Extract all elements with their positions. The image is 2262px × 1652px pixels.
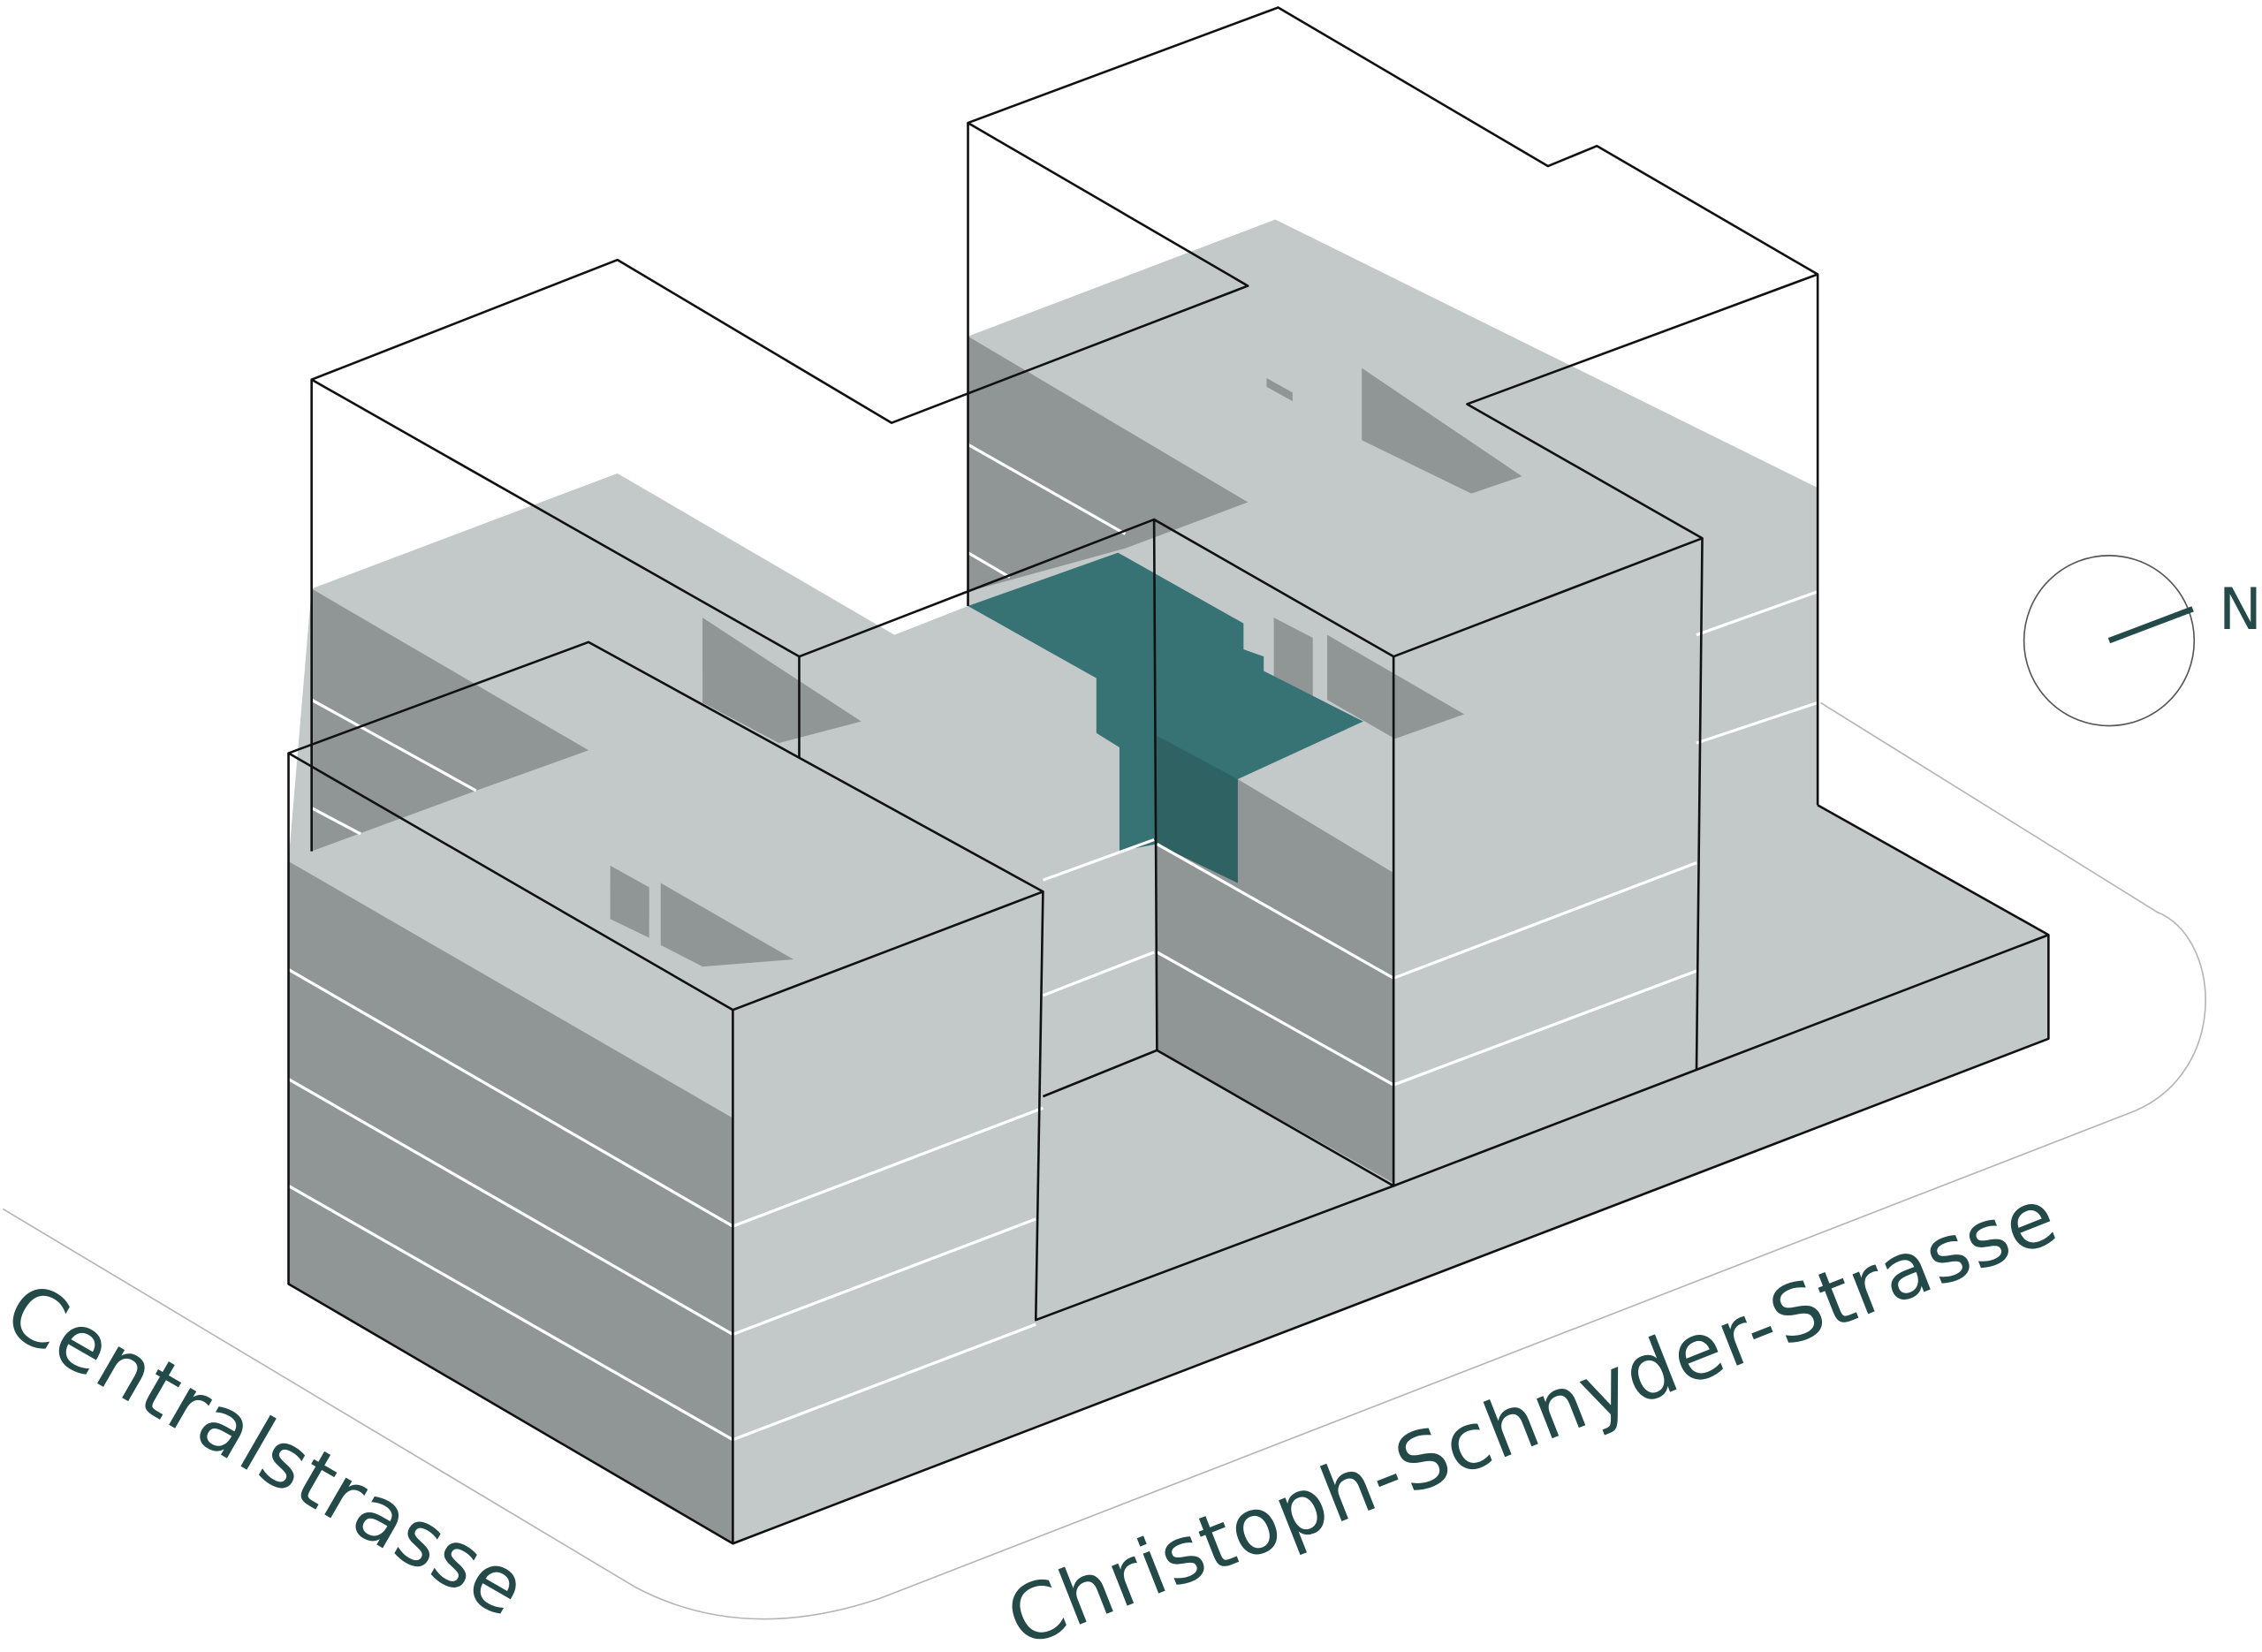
- floor-lines: [287, 443, 1818, 1442]
- highlighted-unit: [968, 552, 1363, 883]
- north-arrow: N: [2023, 555, 2262, 727]
- building-outlines: [287, 6, 2050, 1545]
- north-needle-icon: [2107, 606, 2194, 644]
- north-label: N: [2219, 576, 2262, 643]
- highlighted-unit-shadow: [1157, 735, 1238, 883]
- street-edge-line: [2, 701, 2206, 1620]
- shaded-faces: [288, 336, 1522, 1544]
- compass-circle-icon: [2023, 555, 2196, 727]
